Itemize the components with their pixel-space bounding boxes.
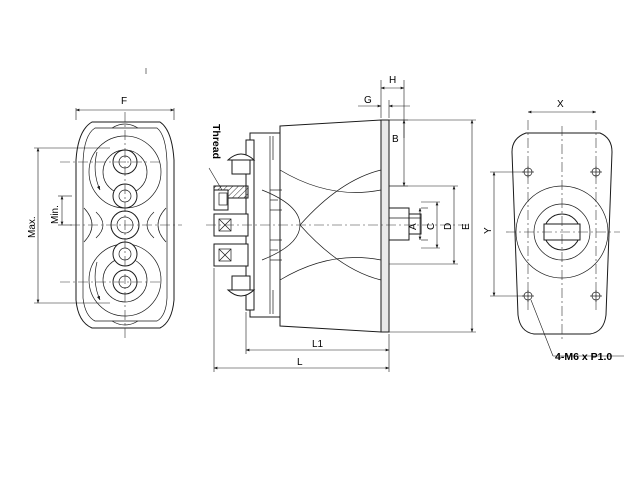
dim-label-L: L [297,357,303,368]
cap-screw-bottom [231,275,251,291]
dim-label-B: B [392,134,399,145]
dim-label-F: F [121,96,127,107]
dim-label-E: E [461,223,472,230]
front-view: F Max. Min. [27,96,182,340]
dim-label-Y: Y [483,227,494,234]
thread-label: Thread [210,124,222,159]
mount-hole-label: 4-M6 x P1.0 [555,351,612,363]
dim-label-A: A [408,223,419,230]
dim-label-C: C [426,223,437,230]
cap-screw-top [231,159,251,175]
dim-label-L1: L1 [312,339,324,350]
dim-label-X: X [557,99,564,110]
dim-label-G: G [364,95,372,106]
side-view: H G B A C D E L1 L Thread [206,75,476,372]
dim-label-max: Max. [27,216,38,238]
output-shaft [388,207,410,241]
rear-view: X Y 4-M6 x P1.0 [483,99,624,363]
dim-label-H: H [389,75,396,86]
dim-label-D: D [443,223,454,230]
dim-label-min: Min. [50,205,61,224]
